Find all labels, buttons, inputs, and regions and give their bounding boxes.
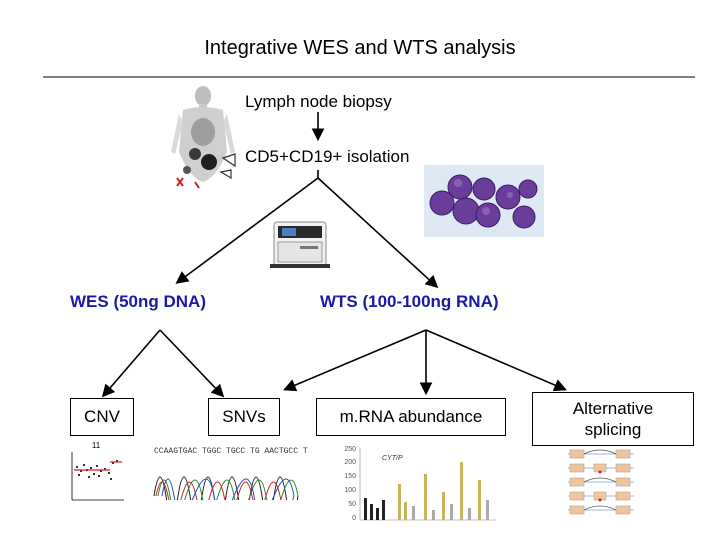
cnv-label: CNV [84,407,120,426]
splicing-box: Alternative splicing [532,392,694,446]
seq-text: CCAAGTGAC TGGC TGCC TG AACTGCC TG [154,447,308,456]
bar-ytick-50: 50 [348,501,356,508]
biopsy-label: Lymph node biopsy [245,92,392,111]
bar-ytick-100: 100 [344,487,356,494]
wts-label: WTS (100-100ng RNA) [320,292,499,311]
mrna-box: m.RNA abundance [316,398,506,436]
wes-label: WES (50ng DNA) [70,292,206,311]
mrna-label: m.RNA abundance [339,407,483,426]
arrow-to-wes [175,177,319,284]
snvs-label: SNVs [222,407,266,426]
cnv-plot-thumbnail: 11 [71,441,124,501]
pet-scan-image [165,82,247,190]
sequencer-image [270,221,330,268]
arrow-wts-to-splicing [425,329,567,392]
page-title: Integrative WES and WTS analysis [204,37,516,59]
splicing-thumbnail [568,449,634,515]
isolation-label: CD5+CD19+ isolation [245,147,410,166]
snvs-box: SNVs [208,398,280,436]
arrow-wts-to-snvs [283,329,427,392]
bar-label: CYT/P [382,455,403,462]
arrow-to-wts [317,177,439,289]
arrow-wes-to-cnv [101,329,161,398]
cell-smear-image [424,165,544,237]
bar-ytick-250: 250 [344,446,356,453]
bar-ytick-0: 0 [352,515,356,522]
bar-ytick-200: 200 [344,459,356,466]
mrna-bar-thumbnail: 250 200 150 100 50 0 CYT/P [344,446,496,522]
cnv-box: CNV [70,398,134,436]
splicing-label: Alternative splicing [572,398,654,439]
title-divider [43,76,695,78]
bar-ytick-150: 150 [344,473,356,480]
snv-chromatogram-thumbnail: CCAAGTGAC TGGC TGCC TG AACTGCC TG [153,447,308,500]
cnv-chrom-label: 11 [92,441,101,450]
arrow-wes-to-snvs [159,329,225,398]
